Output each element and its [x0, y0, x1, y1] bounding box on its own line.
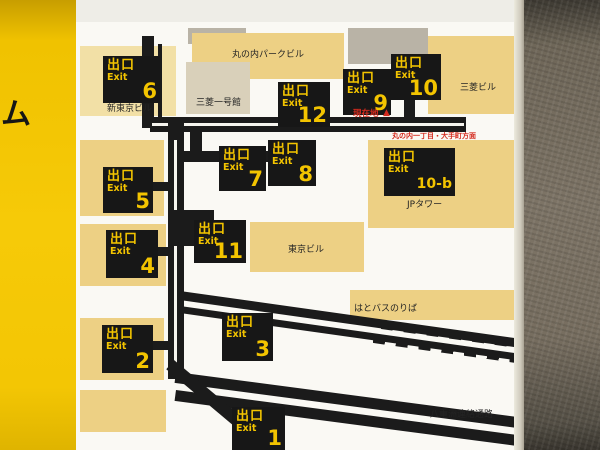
exit-kanji-label: 出口	[282, 84, 311, 99]
building-block-hato-bus	[350, 290, 516, 320]
exit-kanji-label: 出口	[110, 232, 139, 247]
exit-en-label: Exit	[107, 183, 128, 195]
building-label-marunouchi-park: 丸の内パークビル	[232, 50, 305, 60]
exit-marker-6: 出口 Exit 6	[103, 56, 160, 103]
building-label-tokyo: 東京ビル	[288, 245, 325, 255]
exit-kanji-label: 出口	[107, 169, 136, 184]
exit-en-label: Exit	[223, 162, 244, 174]
passage-centerline	[174, 140, 177, 365]
exit-en-label: Exit	[198, 236, 219, 248]
exit-number: 9	[373, 91, 388, 115]
map-top-shade	[76, 0, 516, 22]
building-label-shintokyo: 新東京ビル	[107, 104, 153, 114]
exit-marker-5: 出口 Exit 5	[103, 167, 153, 213]
passage-stub-exit10	[404, 97, 415, 121]
exit-kanji-label: 出口	[347, 71, 376, 86]
exit-marker-4: 出口 Exit 4	[106, 230, 158, 278]
building-label-ichigokan: 三菱一号館	[196, 98, 242, 108]
exit-marker-3: 出口 Exit 3	[222, 313, 273, 361]
exit-marker-10: 出口 Exit 10	[391, 54, 441, 100]
exit-marker-9: 出口 Exit 9	[343, 69, 391, 115]
exit-en-label: Exit	[388, 164, 409, 176]
exit-kanji-label: 出口	[272, 142, 301, 157]
exit-kanji-label: 出口	[107, 58, 136, 73]
exit-kanji-label: 出口	[395, 56, 424, 71]
wall-background	[524, 0, 600, 450]
exit-number: 4	[140, 254, 155, 278]
exit-kanji-label: 出口	[198, 222, 227, 237]
exit-en-label: Exit	[106, 341, 127, 353]
exit-marker-7: 出口 Exit 7	[219, 146, 266, 191]
building-label-yaesu-passage: 八重洲連絡通路	[430, 410, 494, 420]
exit-number: 12	[297, 103, 327, 127]
building-block-mitsubishi	[428, 36, 516, 114]
exit-number: 8	[298, 162, 313, 186]
exit-number: 7	[248, 167, 263, 191]
exit-number: 6	[142, 79, 157, 103]
building-label-hato-bus: はとバスのりば	[354, 304, 418, 314]
exit-en-label: Exit	[272, 156, 293, 168]
exit-kanji-label: 出口	[226, 315, 255, 330]
exit-en-label: Exit	[282, 98, 303, 110]
building-block-bottom-left	[80, 390, 166, 432]
exit-marker-2: 出口 Exit 2	[102, 325, 153, 373]
exit-en-label: Exit	[347, 85, 368, 97]
current-location-marker-icon: ▲	[383, 108, 390, 118]
exit-marker-12: 出口 Exit 12	[278, 82, 330, 127]
passage-stub-exit4	[156, 247, 170, 256]
exit-number: 1	[267, 426, 282, 450]
exit-marker-10b: 出口 Exit 10-b	[384, 148, 455, 196]
exit-kanji-label: 出口	[106, 327, 135, 342]
exit-kanji-label: 出口	[236, 409, 265, 424]
exit-number: 2	[135, 349, 150, 373]
exit-kanji-label: 出口	[388, 150, 417, 165]
exit-marker-8: 出口 Exit 8	[268, 140, 316, 186]
exit-number: 11	[213, 239, 243, 263]
building-block-ichigokan	[186, 62, 250, 114]
exit-en-label: Exit	[395, 70, 416, 82]
sign-side-panel: ム	[0, 0, 76, 450]
exit-en-label: Exit	[110, 246, 131, 258]
building-block-tokyo	[250, 222, 364, 272]
sign-side-text: ム	[1, 97, 31, 132]
passage-stub-exit5	[152, 182, 170, 191]
exit-number: 10-b	[416, 176, 452, 192]
exit-marker-1: 出口 Exit 1	[232, 407, 285, 450]
passage-stub-exit2	[150, 341, 170, 350]
building-label-jp-tower: JPタワー	[407, 200, 443, 210]
direction-label: 丸の内一丁目・大手町方面	[392, 132, 476, 140]
passage	[190, 130, 202, 156]
exit-en-label: Exit	[107, 72, 128, 84]
exit-number: 10	[408, 76, 438, 100]
current-location-label: 現在地	[353, 109, 379, 119]
exit-kanji-label: 出口	[223, 148, 252, 163]
building-label-mitsubishi: 三菱ビル	[460, 83, 497, 93]
exit-en-label: Exit	[226, 329, 247, 341]
exit-marker-11: 出口 Exit 11	[194, 220, 246, 263]
exit-number: 5	[135, 189, 150, 213]
exit-number: 3	[255, 337, 270, 361]
sign-edge	[514, 0, 526, 450]
passage	[158, 44, 162, 118]
exit-en-label: Exit	[236, 423, 257, 435]
